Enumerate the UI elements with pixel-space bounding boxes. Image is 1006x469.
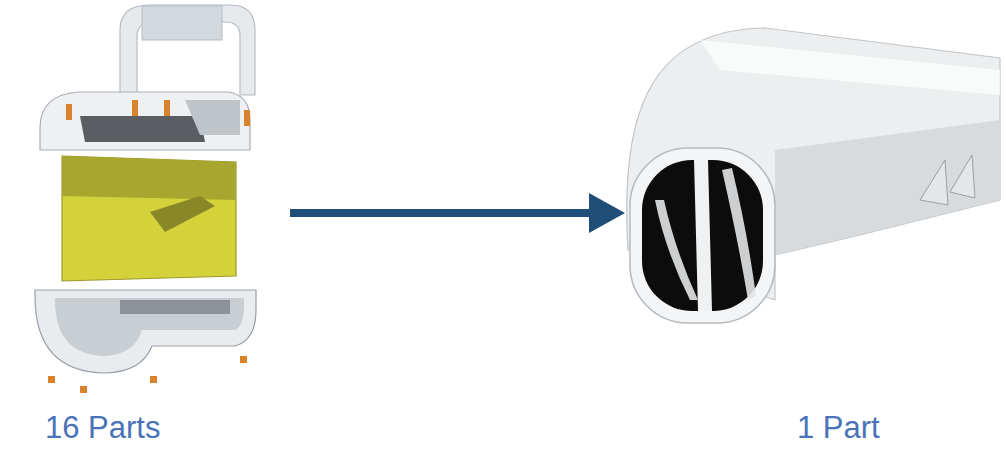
panel-shade bbox=[62, 156, 236, 200]
screw bbox=[244, 110, 250, 126]
screw bbox=[132, 100, 138, 116]
upper-shell bbox=[40, 92, 250, 150]
screw bbox=[66, 104, 72, 120]
duct-shade bbox=[775, 120, 1000, 255]
trough-inner bbox=[55, 298, 244, 356]
strap bbox=[120, 5, 255, 95]
duct-opening bbox=[642, 160, 763, 311]
single-part bbox=[627, 28, 1000, 323]
illustration-panel: 1 Part bbox=[625, 0, 1005, 465]
screw bbox=[80, 386, 87, 393]
strap-block bbox=[142, 6, 222, 40]
part-count-caption: 1 Part bbox=[797, 410, 880, 446]
mount-foot bbox=[950, 155, 975, 198]
shell-opening bbox=[80, 116, 205, 142]
panel-band bbox=[150, 196, 215, 232]
lower-trough bbox=[35, 290, 256, 373]
mount-foot bbox=[920, 160, 948, 205]
duct-highlight bbox=[700, 40, 1000, 95]
screw bbox=[240, 356, 247, 363]
arrow-head bbox=[589, 193, 625, 233]
part-count-caption: 16 Parts bbox=[45, 410, 160, 446]
illustration-panel: 16 Parts bbox=[20, 0, 290, 465]
divider bbox=[694, 160, 712, 311]
process-arrow bbox=[290, 193, 625, 233]
shell-side bbox=[185, 100, 240, 135]
screw bbox=[164, 100, 170, 116]
vane bbox=[655, 200, 698, 300]
yellow-panel bbox=[62, 156, 236, 281]
exploded-assembly bbox=[35, 5, 256, 393]
screw bbox=[48, 376, 55, 383]
trough-slot bbox=[120, 300, 230, 314]
screw bbox=[150, 376, 157, 383]
vane bbox=[722, 168, 756, 300]
arrow-shaft bbox=[290, 209, 591, 217]
duct-face bbox=[630, 148, 775, 323]
